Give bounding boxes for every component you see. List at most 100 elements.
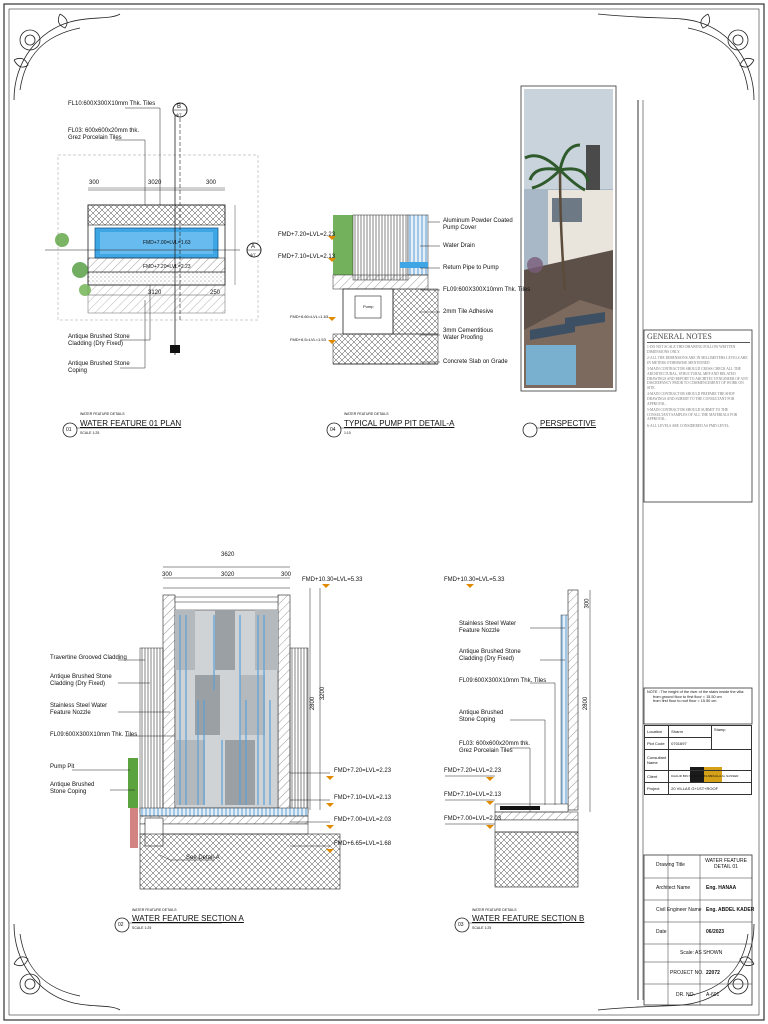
section-b-label-nozzle: Stainless Steel Water Feature Nozzle [459, 621, 517, 634]
plan-label-cladding: Antique Brushed Stone Cladding (Dry Fixe… [68, 334, 130, 347]
plan-view-drawing [45, 102, 262, 369]
pump-box-label: Pump [363, 304, 374, 309]
section-a-dim: 300 [281, 572, 292, 578]
view-title-perspective: PERSPECTIVE [540, 419, 597, 428]
project-no-label: PROJECT NO. [670, 970, 704, 976]
dr-no-value: A-601 [706, 992, 720, 998]
section-a-label-coping: Antique Brushed Stone Coping [50, 782, 95, 795]
view-number: 01 [66, 427, 72, 433]
section-a-level: FMD+7.20=LVL=2.23 [334, 768, 392, 774]
plan-dim: 250 [210, 290, 221, 296]
pump-label-drain: Water Drain [443, 243, 475, 249]
section-b-level: FMD+7.00=LVL=2.03 [444, 816, 502, 822]
view-number: 02 [118, 922, 124, 928]
scale-label: Scale: AS SHOWN [680, 950, 723, 956]
section-b-level: FMD+7.20=LVL=2.23 [444, 768, 502, 774]
plot-code-label: Plot Code [643, 737, 670, 750]
general-note: 4-MAIN CONTRACTOR SHOULD PREPARE THE SHO… [647, 392, 735, 406]
client-label: Client [643, 770, 670, 783]
pump-level: FMD+6.60=LVL=1.63 [290, 314, 329, 319]
general-notes: GENERAL NOTES 1-DO NOT SCALE THIS DRAWIN… [647, 332, 750, 500]
section-b-drawing [445, 584, 591, 888]
riser-note-line: from ground floor to first floor = 15.50… [653, 694, 722, 699]
riser-note: NOTE : The height of the riser of the st… [647, 690, 751, 704]
section-marker-b: B [177, 104, 182, 110]
section-a-label-see-detail: See Detail-A [186, 855, 220, 861]
civil-value: Eng. ABDEL KADER [706, 907, 755, 913]
section-b-dim: 2800 [583, 696, 590, 711]
pump-label-waterproofing: 3mm Cementitious Water Proofing [443, 328, 494, 341]
location-label: Location [643, 725, 670, 738]
plan-level: FMD+7.00=LVL=1.63 [143, 240, 191, 246]
section-b-level: FMD+7.10=LVL=2.13 [444, 792, 502, 798]
general-note: 3-MAIN CONTRACTOR SHOULD CROSS CHECK ALL… [647, 367, 749, 390]
pump-level: FMD+6.5=LVL=1.53 [290, 337, 326, 342]
section-marker-a: A [251, 244, 256, 250]
section-marker-ref: 4/7 [250, 252, 256, 257]
section-a-label-travertine: Travertine Grooved Cladding [50, 655, 127, 661]
section-b-label-porcelain: FL03: 600x600x20mm thk. Grez Porcelain T… [459, 741, 531, 754]
consultant-logo-cell [668, 749, 752, 771]
plan-label-coping: Antique Brushed Stone Coping [68, 361, 130, 374]
view-title-plan: WATER FEATURE 01 PLAN [80, 419, 182, 428]
project-value: 20 VILLAS G+1ST+ROOF [668, 782, 752, 795]
section-b-level: FMD+10.30=LVL=5.33 [444, 577, 505, 583]
plan-dim: 300 [206, 180, 217, 186]
pump-label-adhesive: 2mm Tile Adhesive [443, 309, 494, 315]
section-marker-ref: 4/7 [176, 112, 182, 117]
section-a-dim: 2800 [310, 696, 317, 711]
section-a-dim: 3200 [320, 686, 327, 701]
view-number: 03 [458, 922, 464, 928]
pump-pit-detail-drawing [328, 214, 440, 365]
plot-code-value: 0701697 [668, 737, 712, 750]
pump-label-slab: Concrete Slab on Grade [443, 359, 508, 365]
riser-note-title: NOTE : The height of the riser of the st… [647, 690, 745, 694]
stamp-label: Stamp [710, 725, 753, 750]
section-a-dim: 3020 [221, 572, 235, 578]
section-a-dim: 300 [162, 572, 173, 578]
general-note: 1-DO NOT SCALE THIS DRAWING FOLLOW WRITT… [647, 345, 736, 354]
drawing-title-label: Drawing Title [656, 862, 685, 868]
dr-no-label: DR. NO. [676, 992, 695, 998]
consultant-label: Consultant Name [643, 749, 670, 771]
corner-ornament-top-left [13, 13, 121, 101]
plan-dim: 3020 [148, 180, 162, 186]
section-a-label-tiles: FL09:600X300X10mm Thk. Tiles [50, 732, 138, 738]
pump-label-return: Return Pipe to Pump [443, 265, 499, 271]
section-a-level: FMD+7.10=LVL=2.13 [334, 795, 392, 801]
pump-level: FMD+7.20=LVL=2.23 [278, 232, 336, 238]
view-title-pump-pit: TYPICAL PUMP PIT DETAIL-A [344, 419, 455, 428]
client-value: KHALID BIN NASSER BIN ABDULLA AL NASSER [668, 770, 752, 783]
section-b-label-cladding: Antique Brushed Stone Cladding (Dry Fixe… [459, 649, 521, 662]
project-label: Project [643, 782, 670, 795]
general-notes-title: GENERAL NOTES [647, 332, 750, 343]
drawing-title-value: WATER FEATURE DETAIL 01 [705, 858, 747, 870]
section-a-level: FMD+10.30=LVL=5.33 [302, 577, 363, 583]
plan-level: FMD+7.20=LVL=2.23 [143, 264, 191, 270]
view-scale: 1:10 [344, 431, 351, 435]
section-b-label-tiles: FL09:600X300X10mm Thk. Tiles [459, 678, 547, 684]
date-value: 06/2023 [706, 929, 725, 935]
view-title-section-a: WATER FEATURE SECTION A [132, 914, 244, 923]
plan-label-fl03: FL03: 600x600x20mm thk. Grez Porcelain T… [68, 128, 140, 141]
view-subtitle: WATER FEATURE DETAILS [80, 412, 125, 416]
section-a-label-pump-pit: Pump Pit [50, 764, 75, 770]
section-b-dim: 300 [584, 598, 591, 609]
corner-ornament-top-right [597, 13, 755, 101]
architect-label: Architect Name [656, 885, 691, 891]
section-a-dim: 3620 [221, 552, 235, 558]
section-b-label-coping: Antique Brushed Stone Coping [459, 710, 504, 723]
view-subtitle: WATER FEATURE DETAILS [132, 908, 177, 912]
date-label: Date [656, 929, 667, 935]
civil-label: Civil Engineer Name [656, 907, 702, 913]
plan-label-fl10: FL10:600X300X10mm Thk. Tiles [68, 101, 156, 107]
corner-ornament-bottom-left [13, 923, 121, 1011]
view-scale: SCALE 1:25 [80, 431, 100, 435]
view-scale: SCALE 1:25 [132, 926, 152, 930]
section-a-level: FMD+7.00=LVL=2.03 [334, 817, 392, 823]
plan-dim: 3120 [148, 290, 162, 296]
perspective-render [520, 85, 617, 392]
general-note: 2-ALL THE DIMENSIONS ARE IN MILLIMETERS … [647, 356, 748, 365]
